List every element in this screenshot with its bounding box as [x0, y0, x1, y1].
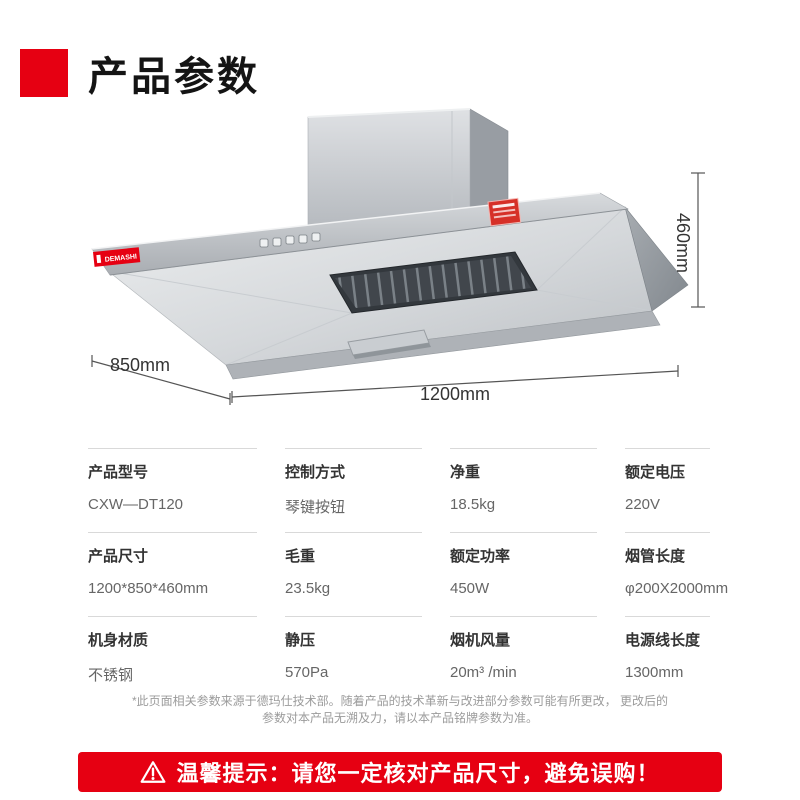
spec-cell-net-weight: 净重 18.5kg: [450, 448, 625, 532]
product-image: DEMASHI: [80, 95, 720, 420]
hood-right-side: [624, 206, 689, 312]
spec-value: 1300mm: [625, 664, 684, 681]
spec-value: 450W: [450, 580, 490, 597]
range-hood-illustration: DEMASHI: [91, 108, 705, 405]
spec-value: 20m³ /min: [450, 664, 517, 681]
brand-logo: DEMASHI: [93, 247, 141, 267]
spec-cell-material: 机身材质 不锈钢: [88, 616, 285, 700]
spec-cell-size: 产品尺寸 1200*850*460mm: [88, 532, 285, 616]
control-buttons: [259, 232, 321, 248]
spec-label: 净重: [450, 464, 481, 481]
spec-cell-gross-weight: 毛重 23.5kg: [285, 532, 450, 616]
warning-icon: [141, 761, 166, 783]
spec-cell-cord-length: 电源线长度 1300mm: [625, 616, 738, 700]
spec-cell-airflow: 烟机风量 20m³ /min: [450, 616, 625, 700]
spec-value: 琴键按钮: [285, 499, 346, 516]
spec-cell-model: 产品型号 CXW—DT120: [88, 448, 285, 532]
page-header: 产品参数: [20, 44, 260, 102]
spec-label: 额定电压: [625, 464, 686, 481]
footnote-line-2: 参数对本产品无溯及力，请以本产品铭牌参数为准。: [261, 711, 538, 725]
spec-label: 机身材质: [88, 632, 149, 649]
footnote: *此页面相关参数来源于德玛仕技术部。随着产品的技术革新与改进部分参数可能有所更改…: [80, 693, 720, 727]
spec-value: CXW—DT120: [88, 496, 184, 513]
spec-cell-static-pressure: 静压 570Pa: [285, 616, 450, 700]
spec-cell-power: 额定功率 450W: [450, 532, 625, 616]
spec-value: φ200X2000mm: [625, 580, 729, 597]
hood-bottom-edge: [225, 310, 661, 380]
spec-value: 23.5kg: [285, 580, 331, 597]
spec-label: 烟机风量: [450, 632, 511, 649]
spec-value: 570Pa: [285, 664, 329, 681]
spec-label: 烟管长度: [625, 548, 686, 565]
dimension-label-width: 1200mm: [420, 384, 490, 404]
dimension-label-depth: 850mm: [110, 355, 170, 375]
page-title: 产品参数: [88, 55, 260, 99]
spec-cell-voltage: 额定电压 220V: [625, 448, 738, 532]
spec-label: 产品尺寸: [88, 548, 149, 565]
spec-label: 电源线长度: [625, 632, 701, 649]
spec-cell-control: 控制方式 琴键按钮: [285, 448, 450, 532]
notice-text: 温馨提示：请您一定核对产品尺寸，避免误购！: [176, 761, 660, 786]
spec-table: 产品型号 CXW—DT120 控制方式 琴键按钮 净重 18.5kg 额定电压 …: [88, 448, 738, 700]
spec-value: 1200*850*460mm: [88, 580, 209, 597]
spec-label: 额定功率: [450, 548, 511, 565]
footnote-line-1: *此页面相关参数来源于德玛仕技术部。随着产品的技术革新与改进部分参数可能有所更改…: [131, 694, 668, 708]
dimension-label-height: 460mm: [673, 213, 693, 273]
spec-label: 产品型号: [88, 464, 149, 481]
oil-cup: [347, 329, 431, 359]
filter-grille: [329, 251, 538, 314]
spec-value: 18.5kg: [450, 496, 496, 513]
dimension-lines: [91, 172, 705, 405]
spec-value: 220V: [625, 496, 661, 513]
spec-cell-duct-length: 烟管长度 φ200X2000mm: [625, 532, 738, 616]
notice-banner: 温馨提示：请您一定核对产品尺寸，避免误购！: [78, 752, 722, 792]
spec-label: 控制方式: [285, 464, 346, 481]
red-label-sticker: [487, 197, 522, 227]
chimney-duct: [307, 108, 509, 228]
spec-label: 毛重: [285, 548, 316, 565]
red-accent-square: [20, 49, 68, 97]
spec-value: 不锈钢: [88, 667, 134, 684]
brand-logo-text: DEMASHI: [104, 253, 137, 263]
spec-label: 静压: [285, 632, 316, 649]
